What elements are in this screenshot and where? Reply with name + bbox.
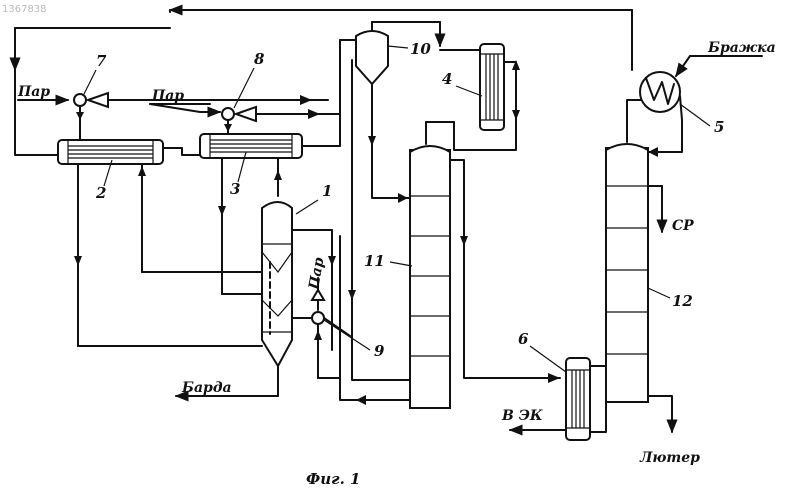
number-12: 12 [672,292,693,310]
number-3: 3 [230,180,240,198]
number-8: 8 [254,50,265,68]
condenser-4 [440,44,520,150]
valve-9 [292,278,350,378]
number-9: 9 [374,342,385,360]
number-1: 1 [322,182,332,200]
figure-caption: Фиг. 1 [306,470,360,488]
pipe-2-to-3 [163,148,200,155]
label-lutter: Лютер [639,450,700,466]
label-sr: СР [672,218,694,234]
number-4: 4 [442,70,452,88]
number-6: 6 [518,330,529,348]
label-mash: Бражка [707,40,776,56]
heat-exchanger-5 [640,56,762,157]
watermark: 1367838 [2,4,47,15]
column-12 [606,100,672,432]
top-return-line [15,10,632,155]
heat-exchanger-3 [200,134,302,158]
number-2: 2 [95,184,106,202]
number-7: 7 [96,52,107,70]
heat-exchanger-2 [58,140,163,164]
heat-exchanger-6 [510,358,606,440]
label-steam-2: Пар [151,88,184,104]
label-stillage: Барда [181,380,232,396]
label-to-ek: В ЭК [501,408,543,424]
number-10: 10 [410,40,431,58]
label-steam-1: Пар [17,84,50,100]
number-5: 5 [714,118,724,136]
number-11: 11 [364,252,385,270]
label-steam-3: Пар [306,256,328,292]
